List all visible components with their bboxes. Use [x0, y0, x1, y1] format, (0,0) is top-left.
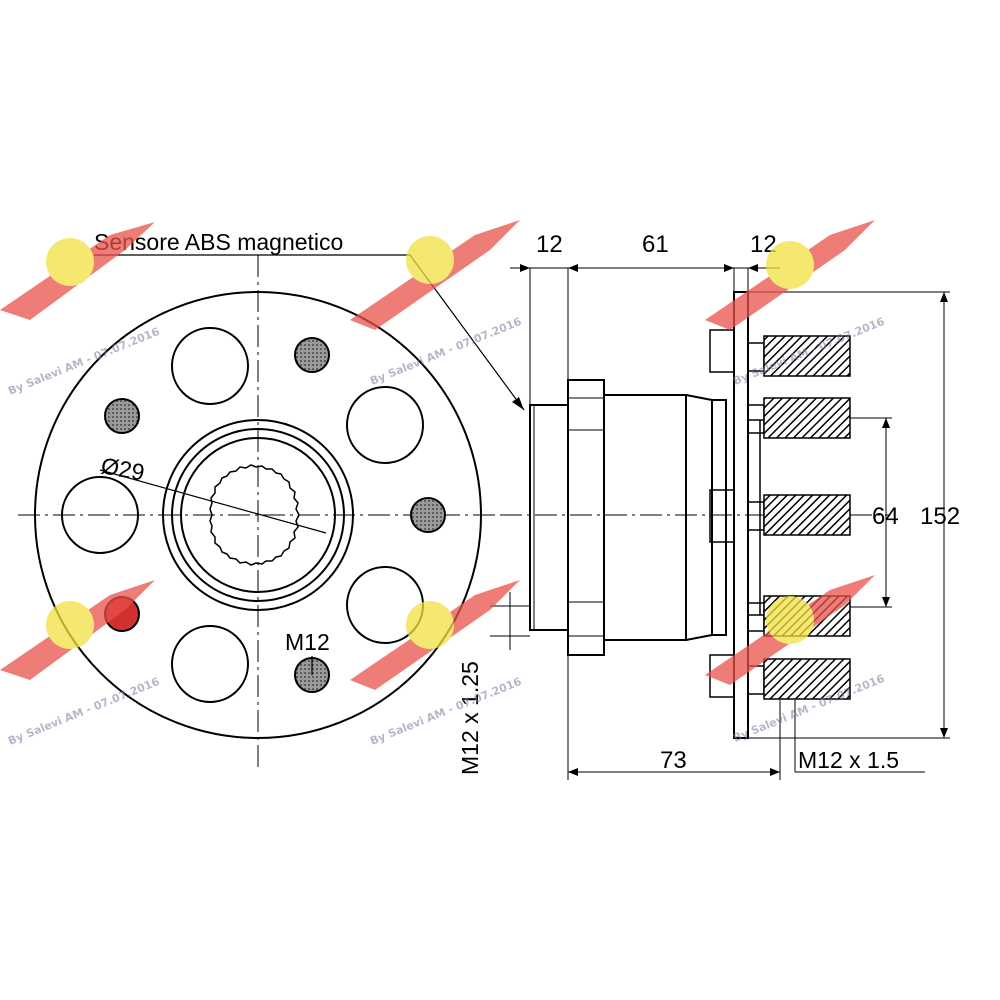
- stud-hole: [61, 476, 139, 554]
- watermark-text: By Salevi AM - 07.07.2016: [731, 315, 886, 388]
- watermark-logo: [705, 575, 875, 685]
- stud-hole: [171, 327, 249, 405]
- stud-hole: [171, 625, 249, 703]
- watermark-logos: [0, 220, 875, 690]
- watermark-logo: [350, 220, 520, 330]
- watermark-logo: [350, 580, 520, 690]
- watermark-texts: By Salevi AM - 07.07.2016 By Salevi AM -…: [6, 315, 886, 748]
- watermark-logo: [0, 222, 155, 320]
- bearing-body: [603, 394, 687, 641]
- hub-ring-outer: [162, 419, 354, 611]
- sensor-leader-arrowhead: [512, 397, 524, 410]
- dim-152: 152: [920, 503, 960, 530]
- dim-12-left: 12: [536, 231, 563, 258]
- watermark-text: By Salevi AM - 07.07.2016: [6, 675, 161, 748]
- side-view: [500, 291, 890, 739]
- front-view: [18, 254, 525, 770]
- dim-73: 73: [660, 747, 687, 774]
- stud-hole: [346, 386, 424, 464]
- dim-61: 61: [642, 231, 669, 258]
- flange-outline: [34, 291, 482, 739]
- watermark-text: By Salevi AM - 07.07.2016: [368, 675, 523, 748]
- hub-neck: [711, 399, 727, 636]
- threaded-hole: [104, 398, 140, 434]
- threaded-hole: [410, 497, 446, 533]
- watermark-logo: [705, 220, 875, 330]
- abs-sensor-ring: [529, 404, 569, 631]
- nut-thread-label: M12 x 1.25: [457, 661, 483, 775]
- hole-thread-label: M12: [285, 629, 330, 655]
- stud-thread-label: M12 x 1.5: [798, 747, 899, 773]
- dimension-lines: [490, 264, 950, 780]
- watermark-text: By Salevi AM - 07.07.2016: [6, 325, 161, 398]
- hub-ring-inner: [180, 437, 336, 593]
- splined-bore: [209, 464, 300, 566]
- dim-64: 64: [872, 503, 899, 530]
- threaded-hole: [294, 337, 330, 373]
- bearing-collar: [567, 379, 605, 656]
- bore-diameter-label: Ø29: [99, 452, 146, 485]
- watermark-logo: [0, 580, 155, 680]
- diameter-leader: [99, 469, 327, 534]
- hub-ring-middle: [171, 428, 345, 602]
